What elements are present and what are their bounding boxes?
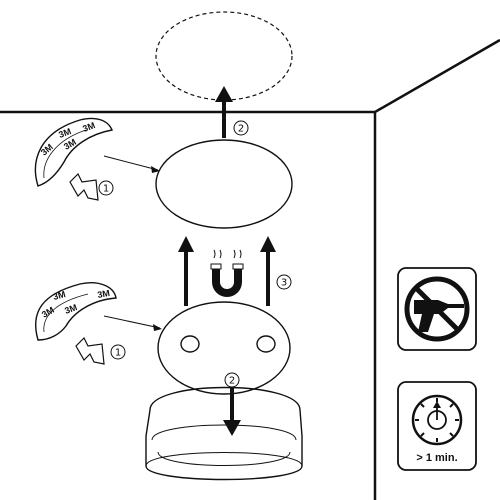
magnet-dot-left xyxy=(180,335,200,353)
svg-text:3M: 3M xyxy=(97,288,111,300)
svg-text:3M: 3M xyxy=(57,126,72,140)
pointer-line-lower xyxy=(103,315,161,329)
step-2-badge-lower: 2 xyxy=(224,372,240,388)
svg-text:1: 1 xyxy=(103,184,109,195)
right-up-arrow xyxy=(260,236,276,306)
svg-text:2: 2 xyxy=(238,124,244,135)
svg-text:3: 3 xyxy=(281,278,287,289)
no-drill-icon xyxy=(397,267,477,351)
step-2-badge-top: 2 xyxy=(233,120,249,136)
mounting-plate-lower xyxy=(157,301,291,395)
step-1-badge-lower: 1 xyxy=(110,344,126,360)
stopwatch-icon: > 1 min. xyxy=(397,381,477,471)
pointer-line-upper xyxy=(103,155,159,171)
up-arrow-to-ceiling xyxy=(215,86,233,138)
room-corner xyxy=(0,38,500,500)
adhesive-tape-lower: 3M 3M 3M 3M xyxy=(34,282,117,341)
pointer-arrowhead-upper xyxy=(151,166,160,173)
adhesive-tape-upper: 3M 3M 3M 3M xyxy=(34,117,113,187)
svg-text:> 1 min.: > 1 min. xyxy=(416,452,457,464)
magnet-dot-right xyxy=(256,335,276,353)
step-3-badge: 3 xyxy=(276,274,292,290)
svg-text:3M: 3M xyxy=(63,302,78,316)
svg-text:3M: 3M xyxy=(52,289,67,302)
magnet-icon xyxy=(210,249,244,297)
svg-text:3M: 3M xyxy=(81,120,96,134)
svg-text:2: 2 xyxy=(229,376,235,387)
mounting-plate-upper xyxy=(155,139,293,229)
step-1-badge-upper: 1 xyxy=(98,180,114,196)
svg-text:1: 1 xyxy=(115,348,121,359)
pointer-arrowhead-lower xyxy=(153,324,162,331)
peel-hand-icon-lower xyxy=(75,336,105,365)
left-up-arrow xyxy=(178,236,194,306)
down-arrow-to-detector xyxy=(223,388,241,436)
peel-hand-icon-upper xyxy=(69,172,99,201)
ceiling-target-outline xyxy=(155,11,293,101)
smoke-detector xyxy=(145,386,303,481)
